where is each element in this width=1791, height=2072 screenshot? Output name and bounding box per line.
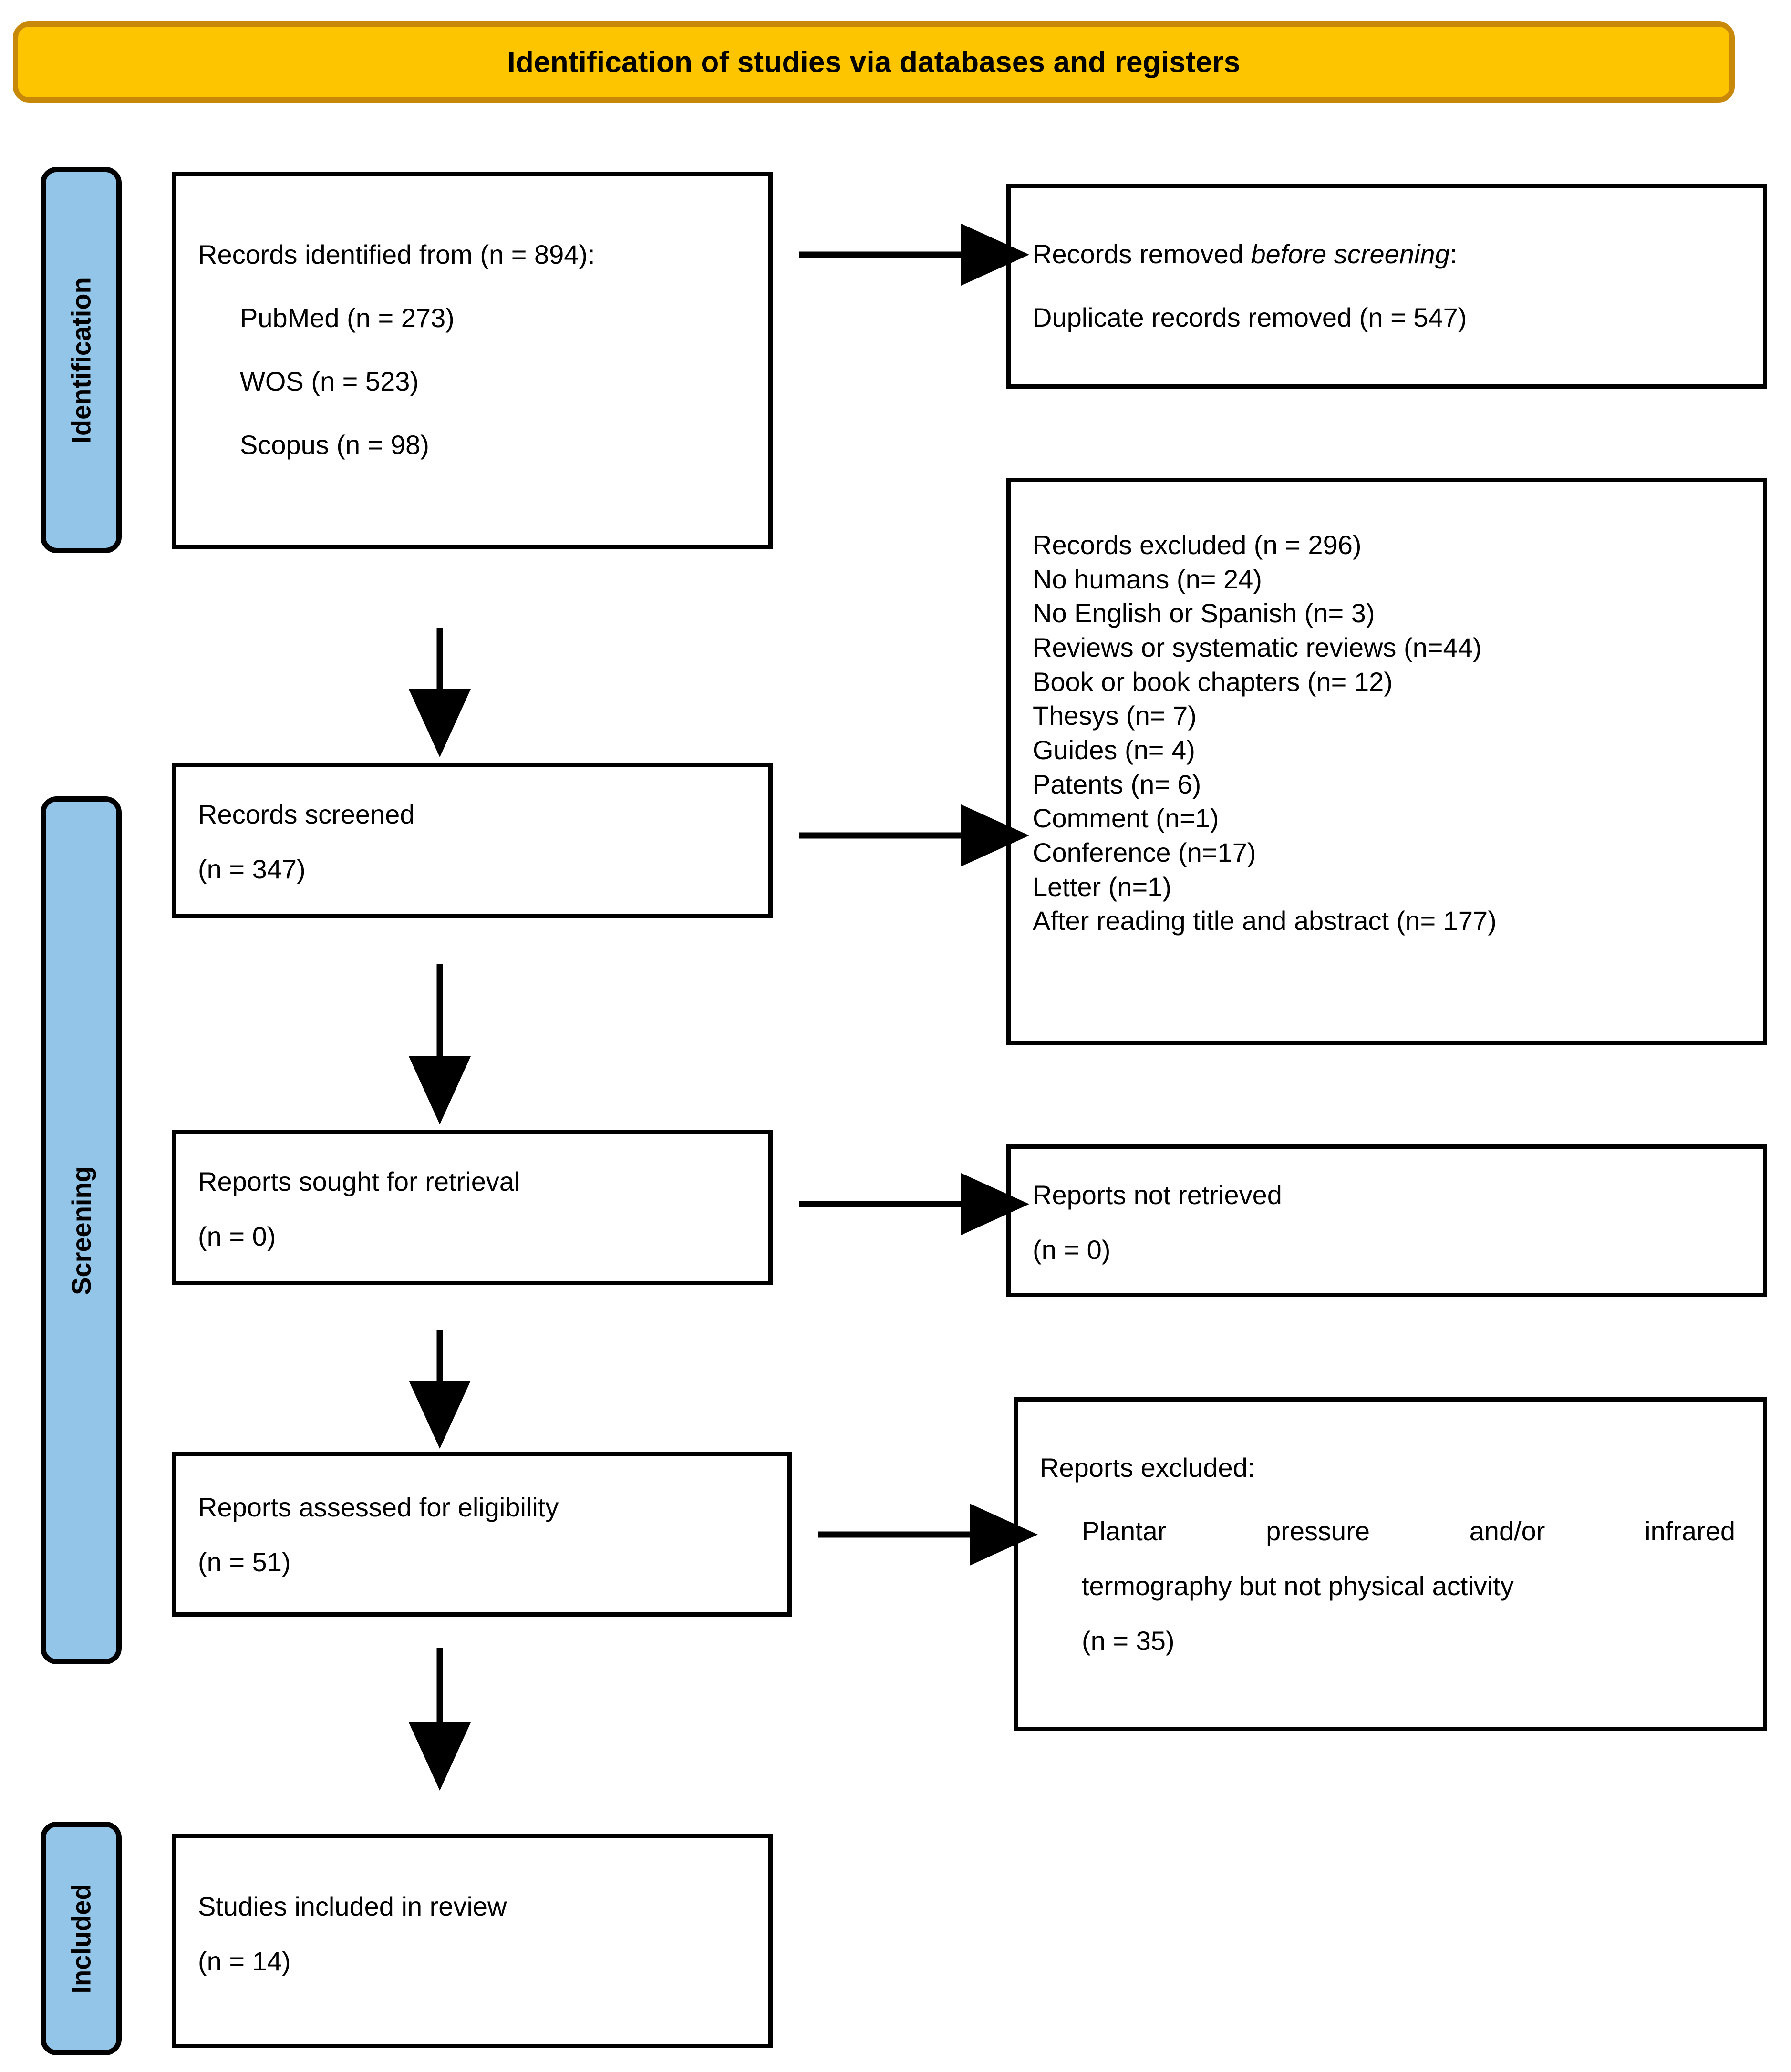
box-studies-included-in-review: Studies included in review (n = 14) [172,1834,773,2048]
records-removed-title-lead: Records removed [1033,239,1251,269]
reports-excluded-title: Reports excluded: [1040,1453,1255,1483]
reports-not-retrieved-title: Reports not retrieved [1033,1180,1282,1210]
records-excluded-reason-no-humans: No humans (n= 24) [1033,564,1262,594]
box-reports-not-retrieved: Reports not retrieved (n = 0) [1006,1144,1767,1297]
diagram-header-banner: Identification of studies via databases … [13,21,1735,103]
box-reports-assessed-for-eligibility: Reports assessed for eligibility (n = 51… [172,1452,792,1617]
records-excluded-reason-guides: Guides (n= 4) [1033,735,1195,765]
records-excluded-reason-books: Book or book chapters (n= 12) [1033,666,1393,697]
stage-label-identification-text: Identification [66,277,96,443]
records-removed-title-tail: : [1449,239,1458,269]
box-records-excluded: Records excluded (n = 296) No humans (n=… [1006,478,1767,1045]
records-excluded-reason-thesys: Thesys (n= 7) [1033,701,1197,731]
records-identified-source-pubmed: PubMed (n = 273) [240,303,455,333]
stage-label-included-text: Included [66,1883,96,1994]
reports-excluded-reason-line1: Plantar pressure and/or infrared [1082,1516,1735,1546]
box-reports-sought-for-retrieval: Reports sought for retrieval (n = 0) [172,1130,773,1285]
records-excluded-reason-letter: Letter (n=1) [1033,871,1172,902]
studies-included-title: Studies included in review [198,1891,507,1921]
stage-label-screening: Screening [41,796,122,1664]
records-excluded-reason-conference: Conference (n=17) [1033,837,1256,868]
reports-sought-title: Reports sought for retrieval [198,1166,520,1196]
records-excluded-reason-comment: Comment (n=1) [1033,803,1219,834]
box-records-removed-before-screening: Records removed before screening: Duplic… [1006,184,1767,389]
box-records-identified: Records identified from (n = 894): PubMe… [172,172,773,549]
box-records-screened: Records screened (n = 347) [172,763,773,918]
records-excluded-reason-reviews: Reviews or systematic reviews (n=44) [1033,632,1482,663]
reports-assessed-title: Reports assessed for eligibility [198,1492,559,1522]
records-removed-title: Records removed before screening: [1033,240,1741,268]
page-title: Identification of studies via databases … [507,45,1241,79]
records-screened-count: (n = 347) [198,854,306,885]
stage-label-screening-text: Screening [66,1165,96,1295]
reports-assessed-count: (n = 51) [198,1547,291,1577]
reports-sought-count: (n = 0) [198,1221,276,1252]
records-removed-title-italic: before screening [1251,239,1450,269]
stage-label-identification: Identification [41,167,122,553]
stage-label-included: Included [41,1822,122,2055]
reports-not-retrieved-count: (n = 0) [1033,1235,1111,1265]
records-screened-title: Records screened [198,799,415,829]
box-reports-excluded: Reports excluded: Plantar pressure and/o… [1014,1397,1767,1731]
reports-excluded-count: (n = 35) [1082,1626,1175,1656]
records-excluded-reason-language: No English or Spanish (n= 3) [1033,598,1375,629]
reports-excluded-reason-line2: termography but not physical activity [1082,1571,1514,1601]
records-excluded-title: Records excluded (n = 296) [1033,530,1362,560]
records-excluded-reason-patents: Patents (n= 6) [1033,769,1201,799]
studies-included-count: (n = 14) [198,1946,291,1977]
records-identified-source-wos: WOS (n = 523) [240,366,419,397]
records-removed-detail: Duplicate records removed (n = 547) [1033,302,1467,333]
records-excluded-reason-title-abstract: After reading title and abstract (n= 177… [1033,906,1497,936]
records-identified-title: Records identified from (n = 894): [198,239,595,269]
records-identified-source-scopus: Scopus (n = 98) [240,430,429,460]
